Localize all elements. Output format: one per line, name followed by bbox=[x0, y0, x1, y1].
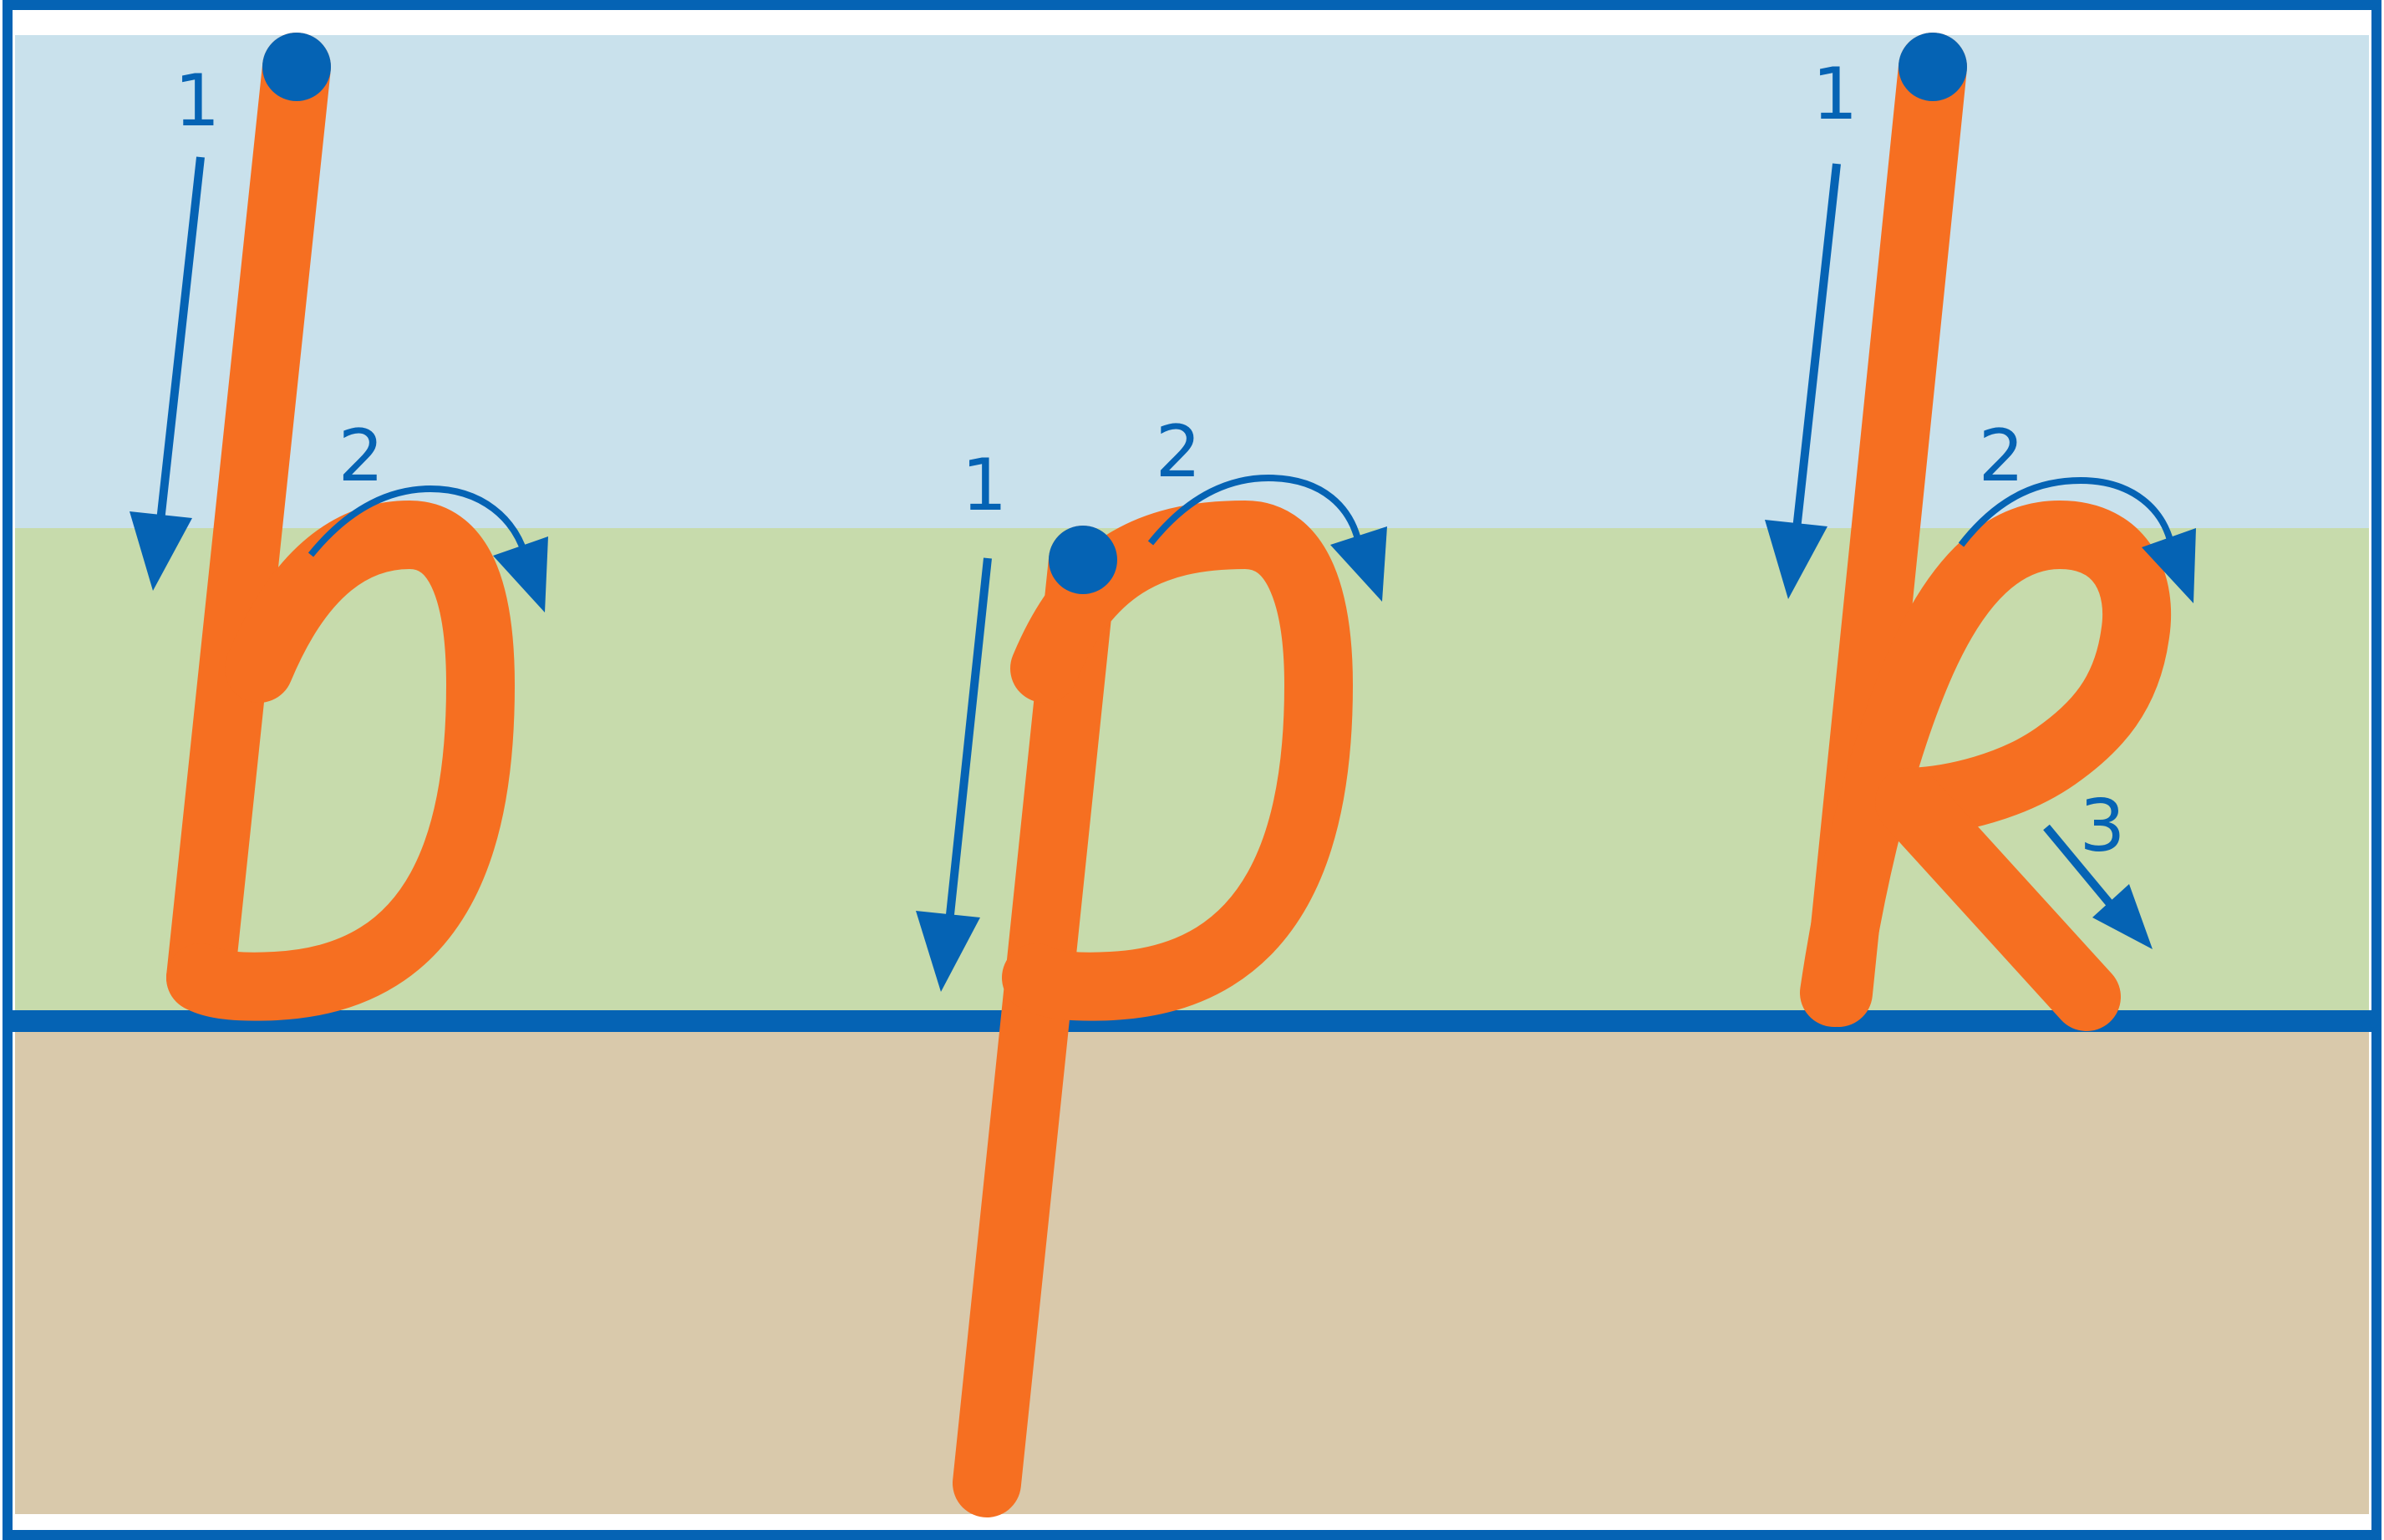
letter-k-loop bbox=[1800, 501, 2172, 1027]
letter-b-start-dot bbox=[262, 33, 331, 101]
letter-p-step-1-arrow bbox=[942, 557, 992, 955]
letter-k-leg bbox=[1875, 768, 2121, 1031]
letter-k-step-1-label: 1 bbox=[1812, 53, 1858, 136]
letter-b-step-1-label: 1 bbox=[175, 59, 221, 143]
ascender-zone bbox=[15, 35, 2369, 528]
letter-p-step-2-arrowhead bbox=[1330, 526, 1387, 602]
letter-k-step-2-arrow bbox=[1958, 476, 2176, 552]
outer-frame bbox=[3, 0, 2381, 1540]
letter-p-stem bbox=[953, 526, 1117, 1517]
letter-p: 1 2 bbox=[916, 410, 1387, 1517]
letter-p-step-1-label: 1 bbox=[962, 444, 1008, 527]
letter-k-step-3-arrow bbox=[2043, 824, 2119, 914]
letter-b: 1 2 bbox=[130, 33, 548, 1021]
letter-p-step-2-arrow bbox=[1147, 474, 1364, 552]
letter-b-step-2-arrow bbox=[308, 485, 530, 561]
letter-b-step-1-arrow bbox=[153, 156, 205, 552]
descender-zone bbox=[15, 1021, 2369, 1514]
letter-b-step-2-arrowhead bbox=[493, 536, 548, 612]
letter-b-stem bbox=[166, 33, 331, 1012]
letter-k-step-2-label: 2 bbox=[1979, 414, 2025, 498]
letter-k-step-3-arrowhead bbox=[2092, 884, 2153, 949]
letter-p-step-1-arrowhead bbox=[916, 911, 980, 992]
letter-b-step-1-arrowhead bbox=[130, 511, 192, 591]
letter-p-start-dot bbox=[1049, 526, 1117, 594]
letter-k: 1 2 3 bbox=[1765, 33, 2196, 1031]
letter-k-step-1-arrow bbox=[1789, 163, 1841, 561]
letter-k-step-2-arrowhead bbox=[2142, 528, 2196, 603]
letter-k-step-1-arrowhead bbox=[1765, 520, 1827, 599]
letter-b-bowl bbox=[166, 501, 515, 1021]
letter-k-step-3-label: 3 bbox=[2080, 785, 2126, 868]
letter-p-bowl bbox=[1002, 501, 1353, 1021]
letter-k-start-dot bbox=[1899, 33, 1967, 101]
letter-p-step-2-label: 2 bbox=[1156, 410, 1202, 494]
letter-b-step-2-label: 2 bbox=[338, 414, 384, 498]
